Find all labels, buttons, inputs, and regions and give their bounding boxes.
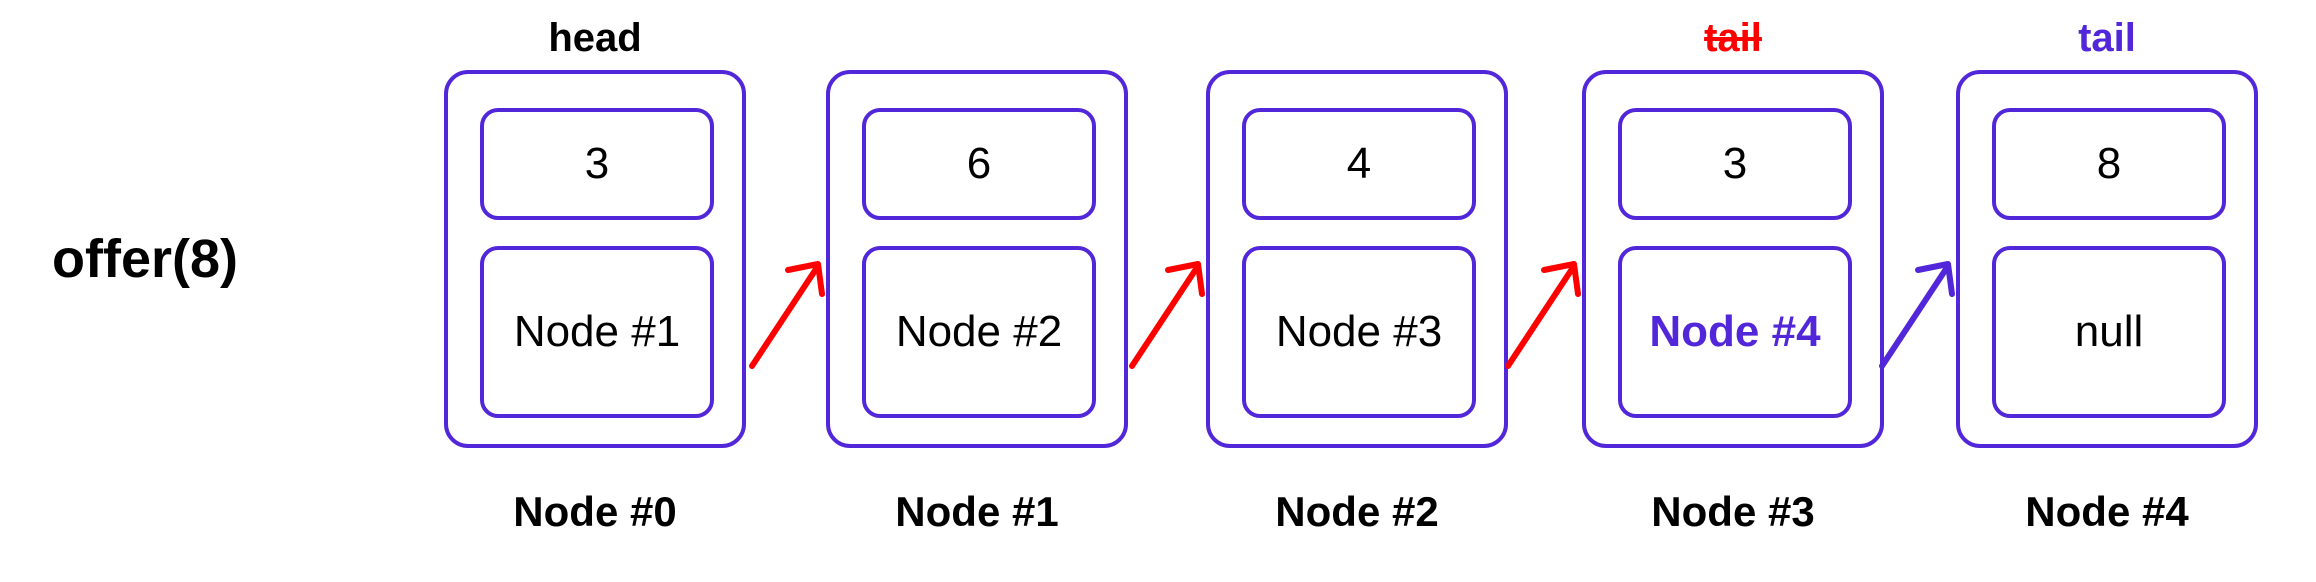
node-3-value: 3 (1618, 108, 1852, 220)
node-1-label: Node #1 (895, 488, 1059, 535)
node-3-next: Node #4 (1618, 246, 1852, 418)
node-0-box: 3 Node #1 (444, 70, 746, 448)
node-0-next: Node #1 (480, 246, 714, 418)
node-4-next: null (1992, 246, 2226, 418)
node-4-label: Node #4 (2025, 488, 2189, 535)
node-2-label: Node #2 (1275, 488, 1439, 535)
node-3-label: Node #3 (1651, 488, 1815, 535)
new-tail-pointer-label: tail (2078, 16, 2136, 60)
node-1-value: 6 (862, 108, 1096, 220)
node-2-value: 4 (1242, 108, 1476, 220)
old-tail-pointer-label: tail (1704, 16, 1762, 60)
node-0-value: 3 (480, 108, 714, 220)
head-pointer-label: head (548, 16, 642, 60)
operation-label: offer(8) (52, 229, 238, 289)
node-1-next: Node #2 (862, 246, 1096, 418)
node-2-next: Node #3 (1242, 246, 1476, 418)
arrow-node3-to-node4 (1879, 261, 1955, 369)
node-4-box: 8 null (1956, 70, 2258, 448)
node-2-box: 4 Node #3 (1206, 70, 1508, 448)
node-1-box: 6 Node #2 (826, 70, 1128, 448)
node-0-label: Node #0 (513, 488, 677, 535)
arrow-node1-to-node2 (1129, 261, 1205, 369)
node-3-box: 3 Node #4 (1582, 70, 1884, 448)
arrow-node0-to-node1 (749, 261, 825, 369)
arrow-node2-to-node3 (1505, 261, 1581, 369)
node-4-value: 8 (1992, 108, 2226, 220)
